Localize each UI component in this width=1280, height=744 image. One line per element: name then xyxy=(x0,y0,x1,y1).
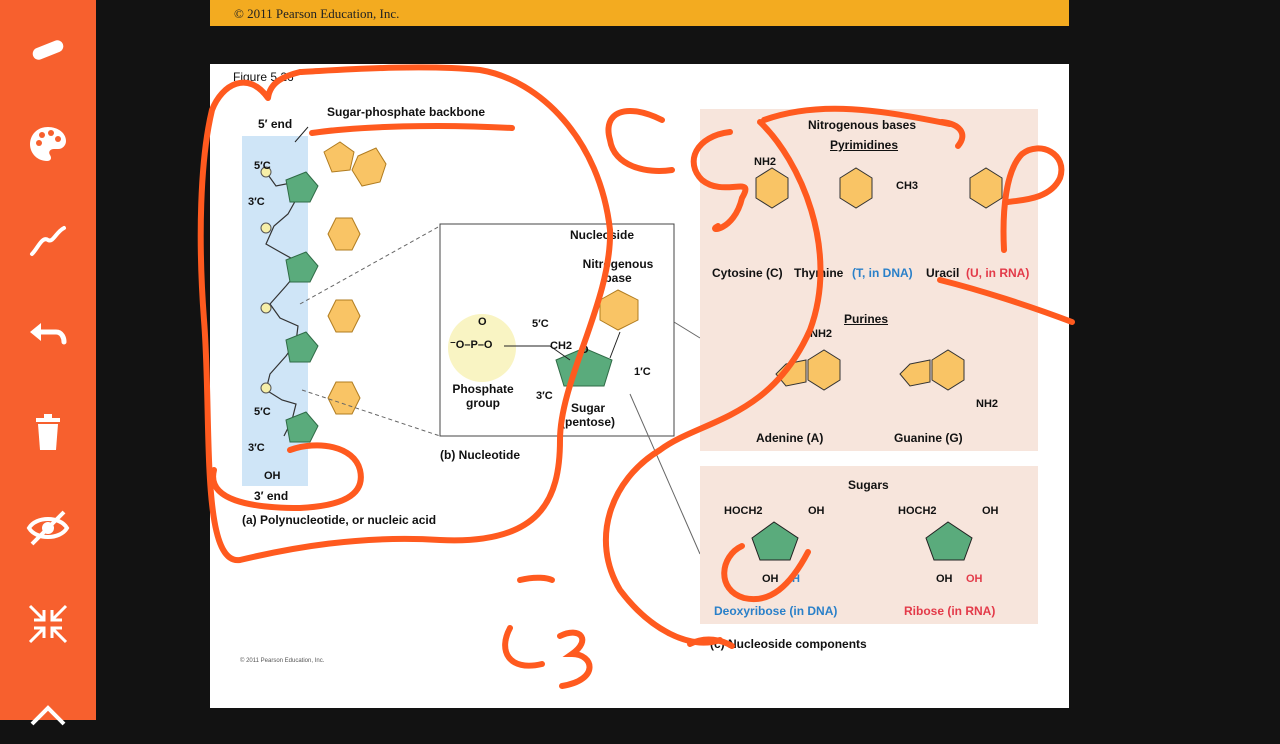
five-c-sugar-label: 5′C xyxy=(532,318,549,330)
chevron-up-icon xyxy=(30,705,66,726)
figure-label: Figure 5.26 xyxy=(233,70,294,84)
eye-off-icon xyxy=(26,510,70,546)
cytosine-label: Cytosine (C) xyxy=(712,266,783,280)
deoxyribose-oh-top: OH xyxy=(808,505,825,517)
collapse-tool[interactable] xyxy=(20,596,76,652)
phosphate-formula: ⁻O–P–O xyxy=(450,339,493,351)
sugar-o-label: O xyxy=(580,344,589,356)
three-c-label: 3′C xyxy=(248,196,265,208)
cytosine-nh2: NH2 xyxy=(754,156,777,168)
ribose-label: Ribose (in RNA) xyxy=(904,604,996,618)
thymine-label: Thymine xyxy=(794,266,844,280)
oh-label: OH xyxy=(264,470,281,482)
five-c-label-lower: 5′C xyxy=(254,406,271,418)
ribose-oh-red: OH xyxy=(966,573,983,585)
pen-stroke-icon xyxy=(30,226,66,256)
copyright-banner: © 2011 Pearson Education, Inc. xyxy=(210,0,1069,26)
nitrogenous-base-label: Nitrogenous base xyxy=(582,257,654,285)
delete-tool[interactable] xyxy=(20,404,76,460)
one-c-label: 1′C xyxy=(634,366,651,378)
undo-tool[interactable] xyxy=(20,308,76,364)
three-c-sugar-label: 3′C xyxy=(536,390,553,402)
thymine-note: (T, in DNA) xyxy=(852,266,913,280)
eraser-icon xyxy=(32,40,64,60)
ch2-label: CH2 xyxy=(550,340,573,352)
five-prime-end-label: 5′ end xyxy=(258,117,293,131)
components-caption: (c) Nucleoside components xyxy=(710,637,867,651)
banner-copyright-text: © 2011 Pearson Education, Inc. xyxy=(234,6,400,21)
palette-icon xyxy=(30,127,66,161)
deoxyribose-label: Deoxyribose (in DNA) xyxy=(714,604,838,618)
deoxyribose-hoch2: HOCH2 xyxy=(724,505,763,517)
five-c-label: 5′C xyxy=(254,160,271,172)
deoxyribose-oh-bottom: OH xyxy=(762,573,779,585)
ribose-oh-left: OH xyxy=(936,573,953,585)
phosphate-o-top: O xyxy=(478,316,487,328)
color-palette-tool[interactable] xyxy=(20,116,76,172)
three-c-label-lower: 3′C xyxy=(248,442,265,454)
deoxyribose-h: H xyxy=(792,573,800,585)
nucleoside-label: Nucleoside xyxy=(570,228,635,242)
three-prime-end-label: 3′ end xyxy=(254,489,289,503)
trash-icon xyxy=(36,414,60,450)
guanine-label: Guanine (G) xyxy=(894,431,963,445)
adenine-label: Adenine (A) xyxy=(756,431,824,445)
sugar-pentose-label: Sugar (pentose) xyxy=(561,401,615,429)
more-tool[interactable] xyxy=(20,688,76,744)
polynucleotide-caption: (a) Polynucleotide, or nucleic acid xyxy=(242,513,437,527)
ribose-oh-top: OH xyxy=(982,505,999,517)
annotation-toolbar xyxy=(0,0,96,726)
backbone-label: Sugar-phosphate backbone xyxy=(327,105,486,119)
slide-figure: Figure 5.26 Sugar-phosphate backbone 5′ … xyxy=(210,64,1069,708)
ribose-hoch2: HOCH2 xyxy=(898,505,937,517)
footer-copyright: © 2011 Pearson Education, Inc. xyxy=(240,658,325,664)
bases-panel-title: Nitrogenous bases xyxy=(808,118,917,132)
phosphate-group-label: Phosphate group xyxy=(452,382,514,410)
eraser-tool[interactable] xyxy=(20,22,76,78)
guanine-nh2: NH2 xyxy=(976,398,999,410)
undo-icon xyxy=(30,323,67,345)
uracil-note: (U, in RNA) xyxy=(966,266,1030,280)
adenine-nh2: NH2 xyxy=(810,328,833,340)
purines-title: Purines xyxy=(844,312,889,326)
hide-tool[interactable] xyxy=(20,500,76,556)
nucleotide-caption: (b) Nucleotide xyxy=(440,448,520,462)
uracil-label: Uracil xyxy=(926,266,960,280)
pen-tool[interactable] xyxy=(20,212,76,268)
sugars-title: Sugars xyxy=(848,478,889,492)
pyrimidines-title: Pyrimidines xyxy=(830,138,899,152)
collapse-arrows-icon xyxy=(28,604,68,644)
thymine-ch3: CH3 xyxy=(896,180,919,192)
